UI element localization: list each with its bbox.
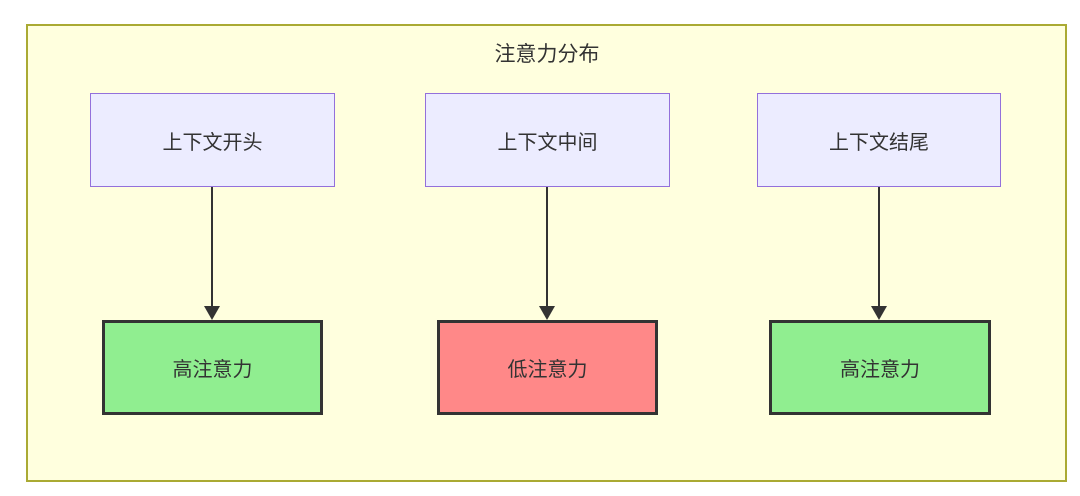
arrow-down-connector <box>871 187 887 320</box>
target-node-high-attention: 高注意力 <box>769 320 991 415</box>
arrowhead-icon <box>871 306 887 320</box>
target-node-label: 高注意力 <box>172 359 253 381</box>
diagram-title: 注意力分布 <box>494 43 600 66</box>
arrowhead-icon <box>204 306 220 320</box>
source-node-label: 上下文开头 <box>162 131 263 154</box>
arrow-down-connector <box>539 187 555 320</box>
target-node-low-attention: 低注意力 <box>437 320 658 415</box>
arrow-down-connector <box>204 187 220 320</box>
source-node-label: 上下文中间 <box>497 131 598 154</box>
arrow-shaft <box>878 187 880 307</box>
arrow-shaft <box>211 187 213 307</box>
arrowhead-icon <box>539 306 555 320</box>
target-node-high-attention: 高注意力 <box>102 320 323 415</box>
source-node-context-start: 上下文开头 <box>90 93 335 187</box>
source-node-label: 上下文结尾 <box>829 131 929 154</box>
target-node-label: 高注意力 <box>840 359 920 381</box>
source-node-context-end: 上下文结尾 <box>757 93 1001 187</box>
arrow-shaft <box>546 187 548 307</box>
source-node-context-middle: 上下文中间 <box>425 93 670 187</box>
target-node-label: 低注意力 <box>507 359 588 381</box>
